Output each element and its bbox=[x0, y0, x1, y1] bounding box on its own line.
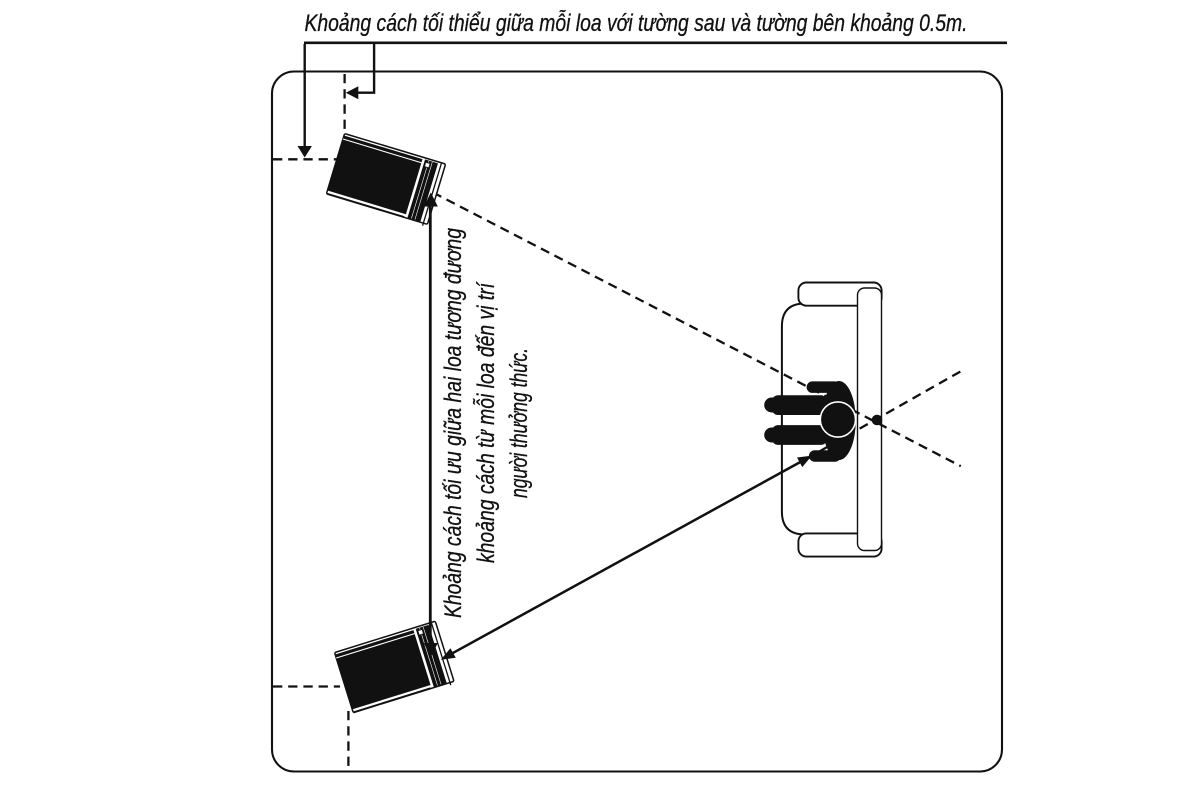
svg-text:Khoảng cách tối thiểu giữa mỗi: Khoảng cách tối thiểu giữa mỗi loa với t… bbox=[305, 9, 968, 37]
svg-text:người thưởng thức.: người thưởng thức. bbox=[506, 348, 533, 498]
svg-text:khoảng cách từ mỗi loa đến vị: khoảng cách từ mỗi loa đến vị trí bbox=[472, 281, 500, 563]
svg-text:Khoảng cách tối ưu giữa hai lo: Khoảng cách tối ưu giữa hai loa tương đư… bbox=[440, 227, 467, 618]
